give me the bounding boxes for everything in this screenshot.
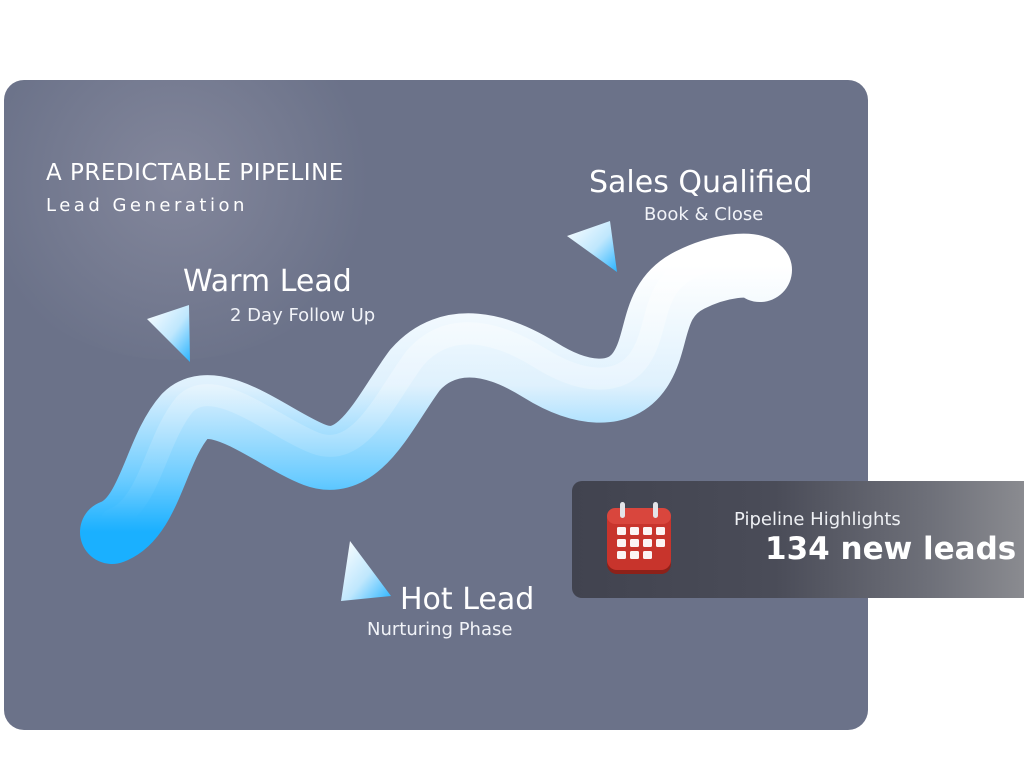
stage-title-sales-qualified: Sales Qualified xyxy=(589,165,813,200)
pipeline-path-highlight xyxy=(101,242,771,531)
pipeline-card xyxy=(4,80,868,730)
sales-qualified-marker-icon xyxy=(567,221,617,272)
stage-subtitle-warm-lead: 2 Day Follow Up xyxy=(230,305,376,326)
highlights-label: Pipeline Highlights xyxy=(734,509,901,530)
calendar-icon xyxy=(607,502,671,574)
hot-lead-marker-icon xyxy=(341,541,391,601)
stage-title-hot-lead: Hot Lead xyxy=(400,582,535,617)
stage-title-warm-lead: Warm Lead xyxy=(183,264,352,299)
warm-lead-marker-icon xyxy=(147,305,190,362)
stage-subtitle-sales-qualified: Book & Close xyxy=(644,204,764,225)
highlights-value: 134 new leads xyxy=(765,531,1017,567)
eyebrow-subtitle: Lead Generation xyxy=(46,195,248,216)
eyebrow-title: A PREDICTABLE PIPELINE xyxy=(46,160,344,186)
stage-subtitle-hot-lead: Nurturing Phase xyxy=(367,619,513,640)
